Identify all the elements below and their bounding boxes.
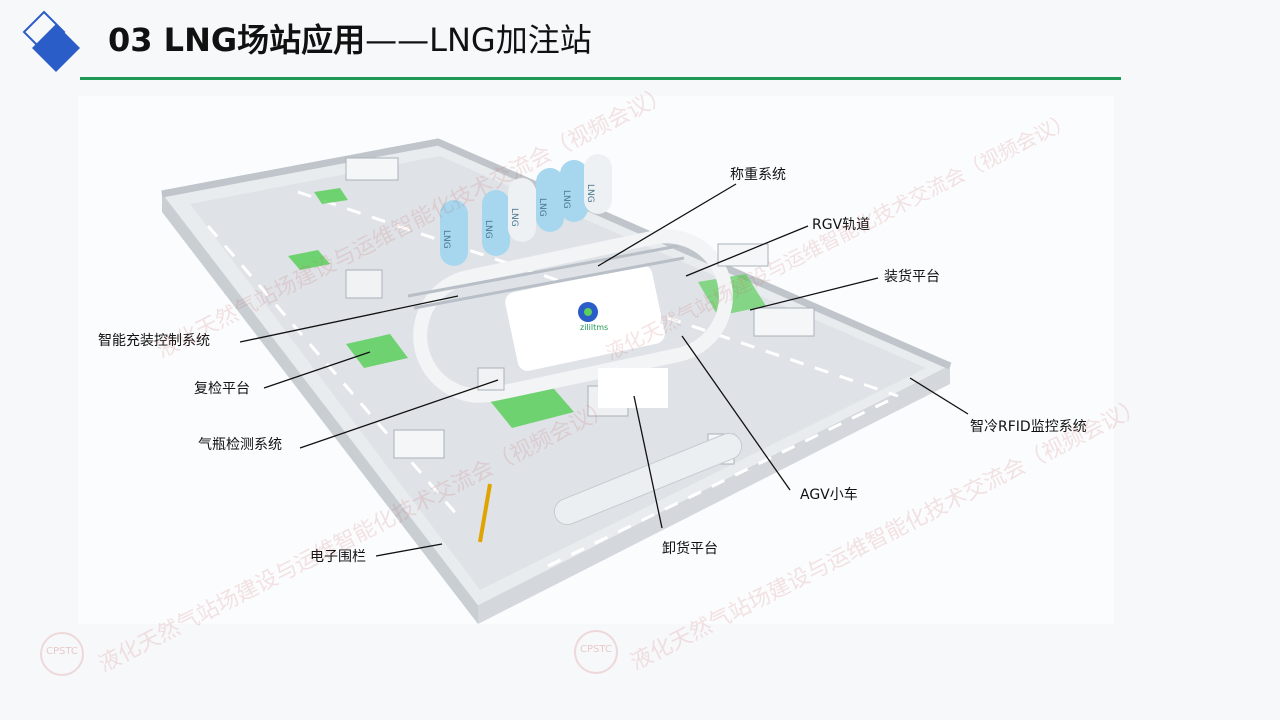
green-zone-top <box>314 188 348 204</box>
page-title: 03 LNG场站应用——LNG加注站 <box>108 18 592 62</box>
label-unloading: 卸货平台 <box>662 541 718 557</box>
callout-lines <box>239 183 969 557</box>
lng-tank-4 <box>536 168 564 232</box>
control-cabinet <box>345 269 383 299</box>
title-underline <box>80 77 1121 80</box>
barrier-arm <box>478 483 492 543</box>
truck-left <box>393 429 445 459</box>
fence-wall-right <box>478 366 950 624</box>
label-rfid: 智冷RFID监控系统 <box>970 419 1087 435</box>
tank-text-1: LNG <box>441 230 451 249</box>
label-agv: AGV小车 <box>800 487 858 503</box>
trucks <box>345 157 815 543</box>
green-zone-left <box>288 250 330 270</box>
station-diagram: zililtms LNG LNG LNG LNG LNG LNG <box>78 96 1114 624</box>
brand-logo-text: zililtms <box>580 323 608 332</box>
fence-wall-left <box>162 194 478 624</box>
label-weighing: 称重系统 <box>730 167 786 183</box>
page-title-sub: ——LNG加注站 <box>365 21 592 59</box>
rgv-rails <box>407 244 685 310</box>
tank-text-5: LNG <box>561 190 571 209</box>
unloading-ramp <box>553 432 743 526</box>
truck-right <box>717 243 769 267</box>
tank-text-3: LNG <box>509 208 519 227</box>
agv-cart <box>477 367 505 391</box>
label-fence: 电子围栏 <box>310 549 366 565</box>
lng-tank-group: LNG LNG LNG LNG LNG LNG <box>440 154 612 266</box>
station-illustration: zililtms LNG LNG LNG LNG LNG LNG <box>161 138 969 624</box>
watermark-seal-icon-1: CPSTC <box>40 632 84 676</box>
truck-loading <box>753 307 815 337</box>
label-control: 智能充装控制系统 <box>98 333 210 349</box>
lng-tank-3 <box>508 178 536 242</box>
lng-tank-2 <box>482 190 510 256</box>
unloading-platform <box>598 368 668 408</box>
truck-top <box>345 157 399 181</box>
page-title-main: 03 LNG场站应用 <box>108 21 366 59</box>
lng-tank-1 <box>440 200 468 266</box>
tank-text-6: LNG <box>585 184 595 203</box>
logo-diamond-icon <box>22 10 80 72</box>
fence-wall-top <box>161 138 952 370</box>
label-cylinder: 气瓶检测系统 <box>198 437 282 453</box>
central-loop-track <box>413 229 733 403</box>
tank-text-4: LNG <box>537 198 547 217</box>
lng-tank-5 <box>560 160 588 222</box>
lng-tank-6 <box>584 154 612 214</box>
tank-text-2: LNG <box>483 220 493 239</box>
label-rgv: RGV轨道 <box>812 217 871 233</box>
green-zone-recheck <box>346 334 408 368</box>
label-loading: 装货平台 <box>884 269 940 285</box>
label-recheck: 复检平台 <box>194 381 250 397</box>
watermark-seal-icon-2: CPSTC <box>574 630 618 674</box>
site-ground-inner <box>190 156 926 590</box>
